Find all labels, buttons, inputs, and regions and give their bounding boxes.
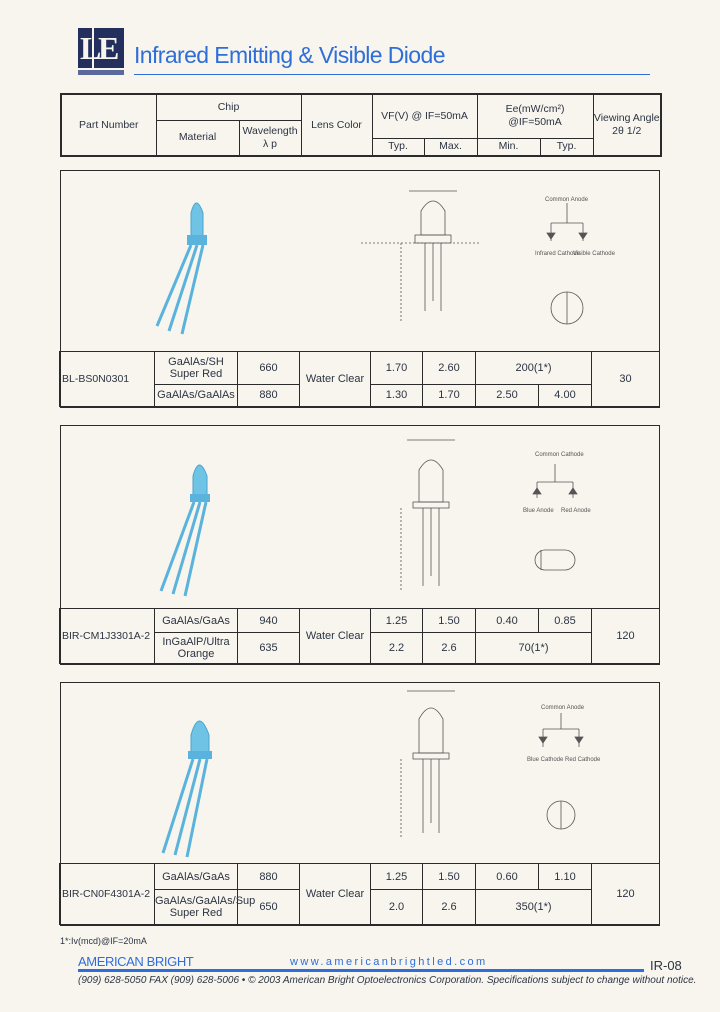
vf-max: 2.60 bbox=[422, 351, 476, 385]
part-number: BIR-CN0F4301A-2 bbox=[59, 863, 155, 925]
col-chip: Chip bbox=[155, 93, 302, 121]
material: GaAlAs/SH Super Red bbox=[154, 351, 238, 385]
vf-typ: 1.25 bbox=[370, 607, 423, 634]
schematic-common-label-3: Common Anode bbox=[541, 705, 585, 711]
col-ee-typ: Typ. bbox=[539, 137, 594, 157]
lens-color: Water Clear bbox=[299, 351, 371, 407]
dimension-drawing-1 bbox=[361, 190, 584, 325]
ee-typ: 1.10 bbox=[538, 862, 592, 891]
lens-color: Water Clear bbox=[299, 863, 371, 925]
schematic-common-label-1: Common Anode bbox=[545, 197, 589, 203]
col-viewing-angle-symbol: 2θ 1/2 bbox=[612, 125, 642, 137]
schematic-right-label-2: Red Anode bbox=[561, 508, 591, 514]
schematic-2 bbox=[532, 464, 578, 498]
col-viewing-angle: Viewing Angle 2θ 1/2 bbox=[592, 93, 662, 157]
ee-value: 200(1*) bbox=[474, 351, 593, 385]
col-part-number: Part Number bbox=[60, 93, 157, 157]
ee-typ: 0.85 bbox=[538, 607, 592, 634]
ee-value: 350(1*) bbox=[475, 889, 592, 925]
col-ee: Ee(mW/cm²) @IF=50mA bbox=[476, 93, 594, 139]
vf-typ: 2.0 bbox=[370, 889, 423, 925]
spec-header-table: Part Number Chip Lens Color VF(V) @ IF=5… bbox=[60, 93, 663, 157]
led-drawing-3: Common Anode Blue Cathode Red Cathode bbox=[161, 690, 601, 858]
ee-typ: 4.00 bbox=[537, 383, 593, 408]
part-number: BIR-CM1J3301A-2 bbox=[59, 608, 155, 664]
material: GaAlAs/GaAs bbox=[154, 862, 238, 891]
wavelength: 660 bbox=[237, 351, 300, 385]
ee-min: 2.50 bbox=[475, 383, 539, 408]
col-vf-max: Max. bbox=[423, 137, 478, 157]
led-photo-2 bbox=[159, 464, 210, 597]
vf-max: 2.6 bbox=[422, 632, 476, 664]
dimension-drawing-2 bbox=[400, 439, 576, 591]
ee-value: 70(1*) bbox=[475, 632, 592, 664]
brand-name: AMERICAN BRIGHT bbox=[78, 954, 194, 969]
viewing-angle: 30 bbox=[591, 351, 661, 407]
lens-color: Water Clear bbox=[299, 608, 371, 664]
ee-min: 0.40 bbox=[475, 607, 539, 634]
vf-typ: 1.70 bbox=[370, 351, 423, 385]
schematic-left-label-2: Blue Anode bbox=[523, 508, 554, 514]
material: GaAlAs/GaAlAs/Sup Super Red bbox=[154, 889, 255, 925]
schematic-visible-label-1: Visible Cathode bbox=[573, 251, 616, 257]
spec-table-1: BL-BS0N0301 GaAlAs/SH Super Red 660 Wate… bbox=[59, 351, 661, 408]
company-logo: L E bbox=[78, 28, 126, 76]
title-underline bbox=[134, 74, 650, 75]
vf-max: 1.70 bbox=[422, 383, 476, 408]
schematic-common-label-2: Common Cathode bbox=[535, 452, 584, 458]
col-wavelength-label: Wavelength bbox=[242, 124, 298, 137]
wavelength: 940 bbox=[237, 607, 300, 634]
part-number: BL-BS0N0301 bbox=[59, 351, 155, 407]
col-wavelength-symbol: λ p bbox=[263, 137, 278, 150]
product-block-2: Common Cathode Blue Anode Red Anode BIR-… bbox=[59, 425, 660, 665]
footnote: 1*:Iv(mcd)@IF=20mA bbox=[60, 936, 147, 946]
wavelength: 880 bbox=[237, 383, 300, 408]
ee-min: 0.60 bbox=[475, 862, 539, 891]
col-vf: VF(V) @ IF=50mA bbox=[371, 93, 478, 139]
schematic-right-label-3: Red Cathode bbox=[565, 757, 601, 763]
contact-address: (909) 628-5050 FAX (909) 628-5006 • © 20… bbox=[78, 975, 697, 986]
schematic-1 bbox=[546, 203, 588, 241]
col-wavelength: Wavelength λ p bbox=[238, 119, 302, 157]
led-photo-3 bbox=[161, 720, 212, 858]
page-number: IR-08 bbox=[650, 958, 682, 973]
col-lens-color: Lens Color bbox=[300, 93, 373, 157]
vf-typ: 1.25 bbox=[370, 862, 423, 891]
wavelength: 650 bbox=[237, 889, 300, 925]
viewing-angle: 120 bbox=[591, 608, 660, 664]
website-link[interactable]: www.americanbrightled.com bbox=[290, 956, 488, 968]
product-block-1: Common Anode Infrared Cathode Visible Ca… bbox=[59, 170, 661, 408]
schematic-left-label-3: Blue Cathode bbox=[527, 757, 564, 763]
vf-max: 2.6 bbox=[422, 889, 476, 925]
col-vf-typ: Typ. bbox=[371, 137, 425, 157]
spec-table-3: BIR-CN0F4301A-2 GaAlAs/GaAs 880 Water Cl… bbox=[59, 862, 660, 925]
material: InGaAlP/Ultra Orange bbox=[154, 632, 238, 664]
schematic-infrared-label-1: Infrared Cathode bbox=[535, 251, 581, 257]
wavelength: 880 bbox=[237, 862, 300, 891]
wavelength: 635 bbox=[237, 632, 300, 664]
col-material: Material bbox=[155, 119, 240, 157]
vf-max: 1.50 bbox=[422, 607, 476, 634]
led-drawing-1: Common Anode Infrared Cathode Visible Ca… bbox=[155, 190, 616, 335]
schematic-3 bbox=[538, 713, 584, 747]
product-block-3: Common Anode Blue Cathode Red Cathode BI… bbox=[59, 682, 660, 926]
col-ee-cond: @IF=50mA bbox=[508, 116, 562, 129]
col-viewing-angle-label: Viewing Angle bbox=[593, 112, 660, 124]
spec-table-2: BIR-CM1J3301A-2 GaAlAs/GaAs 940 Water Cl… bbox=[59, 607, 660, 664]
vf-typ: 2.2 bbox=[370, 632, 423, 664]
vf-max: 1.50 bbox=[422, 862, 476, 891]
material: GaAlAs/GaAlAs bbox=[154, 383, 238, 408]
material: GaAlAs/GaAs bbox=[154, 607, 238, 634]
led-photo-1 bbox=[155, 202, 207, 335]
viewing-angle: 120 bbox=[591, 863, 660, 925]
footer-divider bbox=[78, 969, 644, 972]
dimension-drawing-3 bbox=[400, 690, 576, 838]
page-title: Infrared Emitting & Visible Diode bbox=[134, 42, 445, 68]
vf-typ: 1.30 bbox=[370, 383, 423, 408]
col-ee-label: Ee(mW/cm²) bbox=[505, 103, 565, 116]
col-ee-min: Min. bbox=[476, 137, 541, 157]
led-drawing-2: Common Cathode Blue Anode Red Anode bbox=[159, 439, 591, 597]
